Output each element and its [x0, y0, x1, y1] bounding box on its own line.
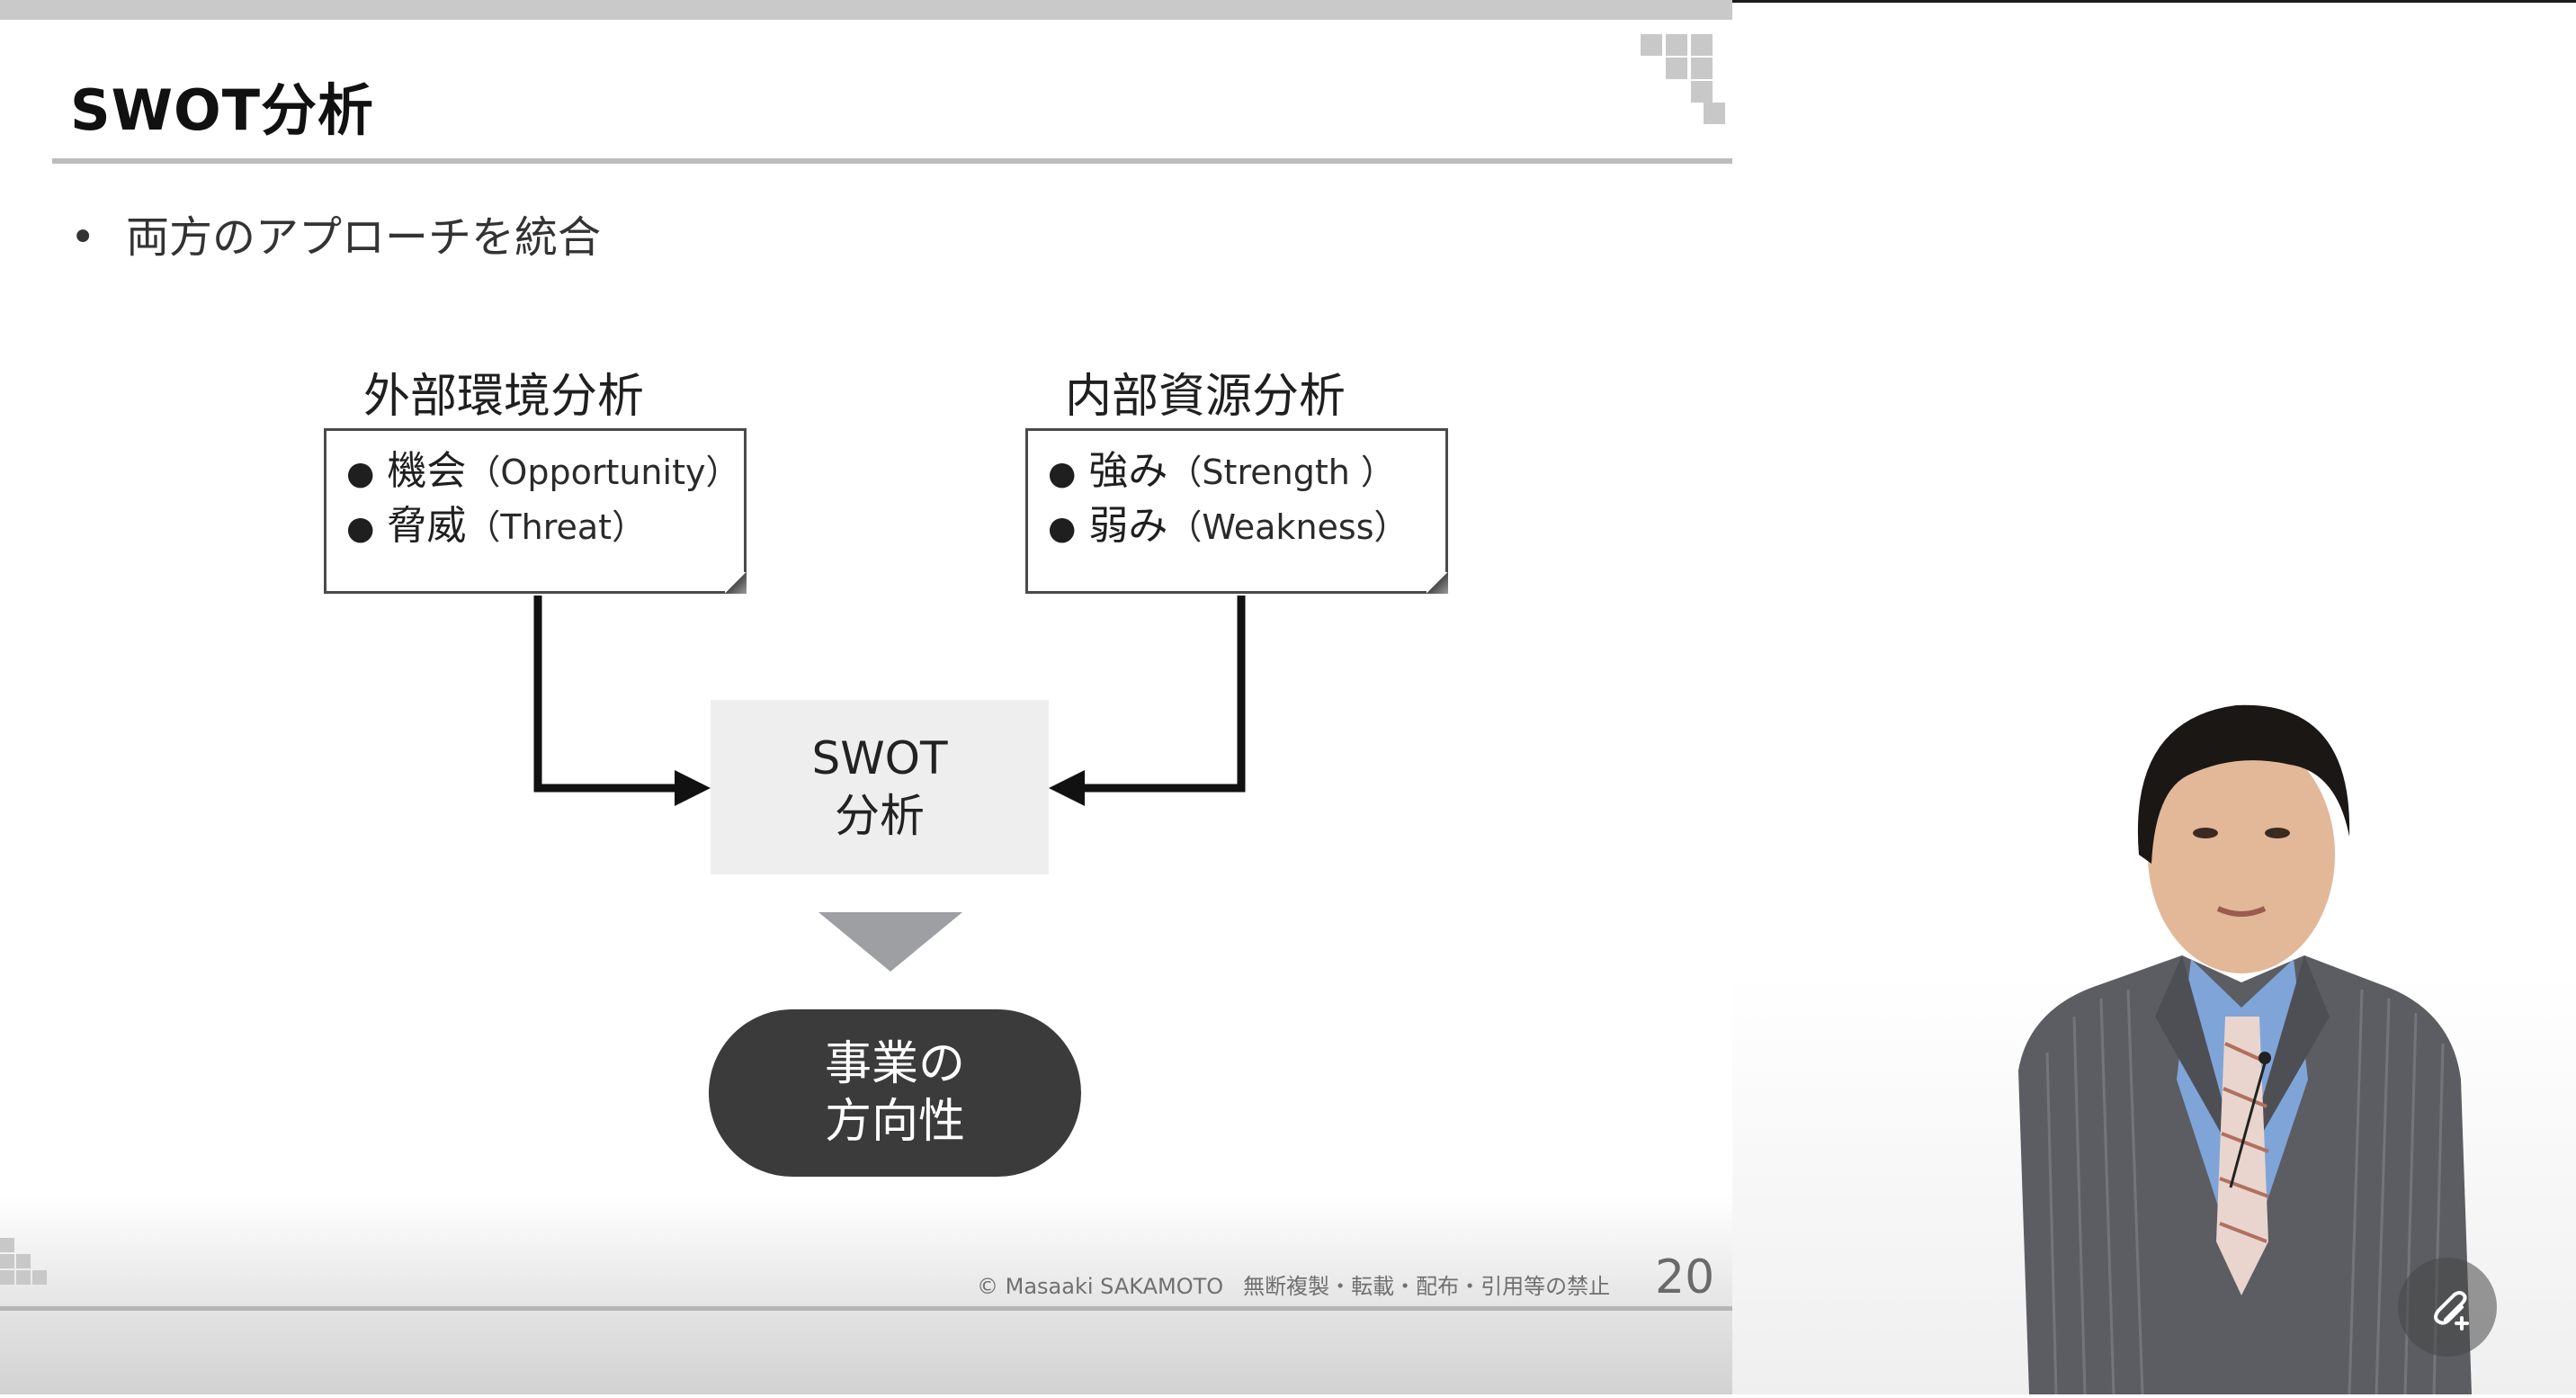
strength-item: ●強み（Strength ）	[1048, 448, 1395, 494]
lapel-left	[2155, 955, 2241, 1169]
bullet-marker: •	[70, 212, 96, 263]
footer-copyright: © Masaaki SAKAMOTO 無断複製・転載・配布・引用等の禁止	[977, 1268, 1610, 1300]
internal-analysis-box: ●強み（Strength ） ●弱み（Weakness）	[1025, 428, 1448, 594]
attachment-plus-icon	[2434, 1291, 2469, 1331]
direction-line1: 事業の	[824, 1037, 965, 1091]
swot-box-line1: SWOT	[811, 732, 948, 784]
lapel-right	[2241, 955, 2330, 1169]
external-analysis-box: ●機会（Opportunity） ●脅威（Threat）	[324, 428, 747, 594]
weakness-item: ●弱み（Weakness）	[1048, 503, 1409, 549]
left-arrow-line	[533, 596, 684, 793]
attachment-button[interactable]	[2398, 1258, 2497, 1357]
folded-corner	[725, 572, 747, 594]
presenter-figure	[2018, 704, 2472, 1395]
direction-line2: 方向性	[824, 1095, 965, 1149]
slide-title: SWOT分析	[70, 77, 375, 143]
slide-top-bar	[0, 0, 1732, 20]
business-direction-pill: 事業の 方向性	[709, 1009, 1081, 1177]
opportunity-jp: 機会	[387, 448, 467, 494]
presenter-video	[1732, 0, 2576, 1395]
folded-corner	[1427, 572, 1448, 594]
corner-mosaic-bottom-left	[0, 1238, 58, 1297]
swot-analysis-box: SWOT 分析	[711, 700, 1049, 874]
down-triangle	[818, 912, 962, 972]
corner-mosaic-top-right	[1639, 31, 1729, 124]
bullet-point: • 両方のアプローチを統合	[70, 202, 601, 264]
threat-item: ●脅威（Threat）	[346, 503, 647, 549]
left-arrowhead	[675, 770, 711, 806]
threat-jp: 脅威	[387, 503, 467, 549]
right-arrow-line	[1076, 596, 1246, 793]
threat-en: （Threat）	[466, 507, 647, 547]
page-number: 20	[1655, 1250, 1715, 1304]
reproduction-notice: 無断複製・転載・配布・引用等の禁止	[1243, 1274, 1611, 1299]
strength-jp: 強み	[1088, 448, 1168, 494]
weakness-en: （Weakness）	[1167, 507, 1409, 547]
internal-analysis-label: 内部資源分析	[1064, 370, 1346, 424]
top-edge-line	[1732, 0, 2576, 3]
opportunity-en: （Opportunity）	[466, 453, 740, 492]
face	[2148, 736, 2335, 973]
slide: SWOT分析 •両方のアプローチを統合 外部環境分析 ●機会（Opportuni…	[0, 0, 1732, 1394]
right-arrowhead	[1049, 770, 1085, 806]
opportunity-item: ●機会（Opportunity）	[346, 448, 740, 494]
diagram-connectors	[533, 596, 1246, 972]
hair	[2137, 704, 2350, 864]
weakness-jp: 弱み	[1088, 503, 1168, 549]
bullet-text: 両方のアプローチを統合	[126, 212, 602, 263]
title-divider	[52, 158, 1732, 164]
lapel-microphone	[2258, 1052, 2271, 1064]
swot-box-line2: 分析	[835, 790, 925, 842]
footer-divider	[0, 1306, 1732, 1311]
copyright-text: © Masaaki SAKAMOTO	[977, 1274, 1224, 1299]
external-analysis-label: 外部環境分析	[362, 370, 644, 424]
strength-en: （Strength ）	[1167, 453, 1395, 492]
slide-bottom-fade	[0, 1196, 1732, 1394]
